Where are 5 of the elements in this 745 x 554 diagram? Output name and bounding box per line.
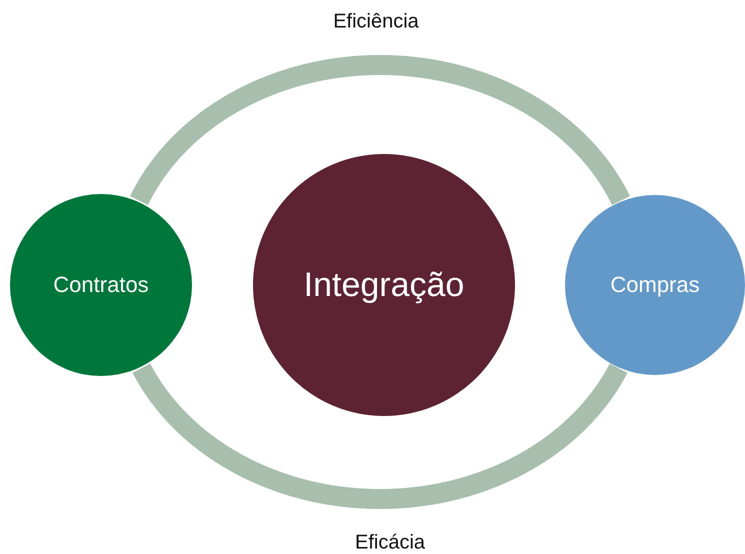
node-label: Compras — [610, 272, 700, 298]
node-label: Contratos — [53, 272, 149, 298]
edge-label: Eficiência — [333, 10, 419, 34]
edge-label: Eficácia — [354, 532, 426, 554]
node-label: Integração — [304, 266, 464, 304]
